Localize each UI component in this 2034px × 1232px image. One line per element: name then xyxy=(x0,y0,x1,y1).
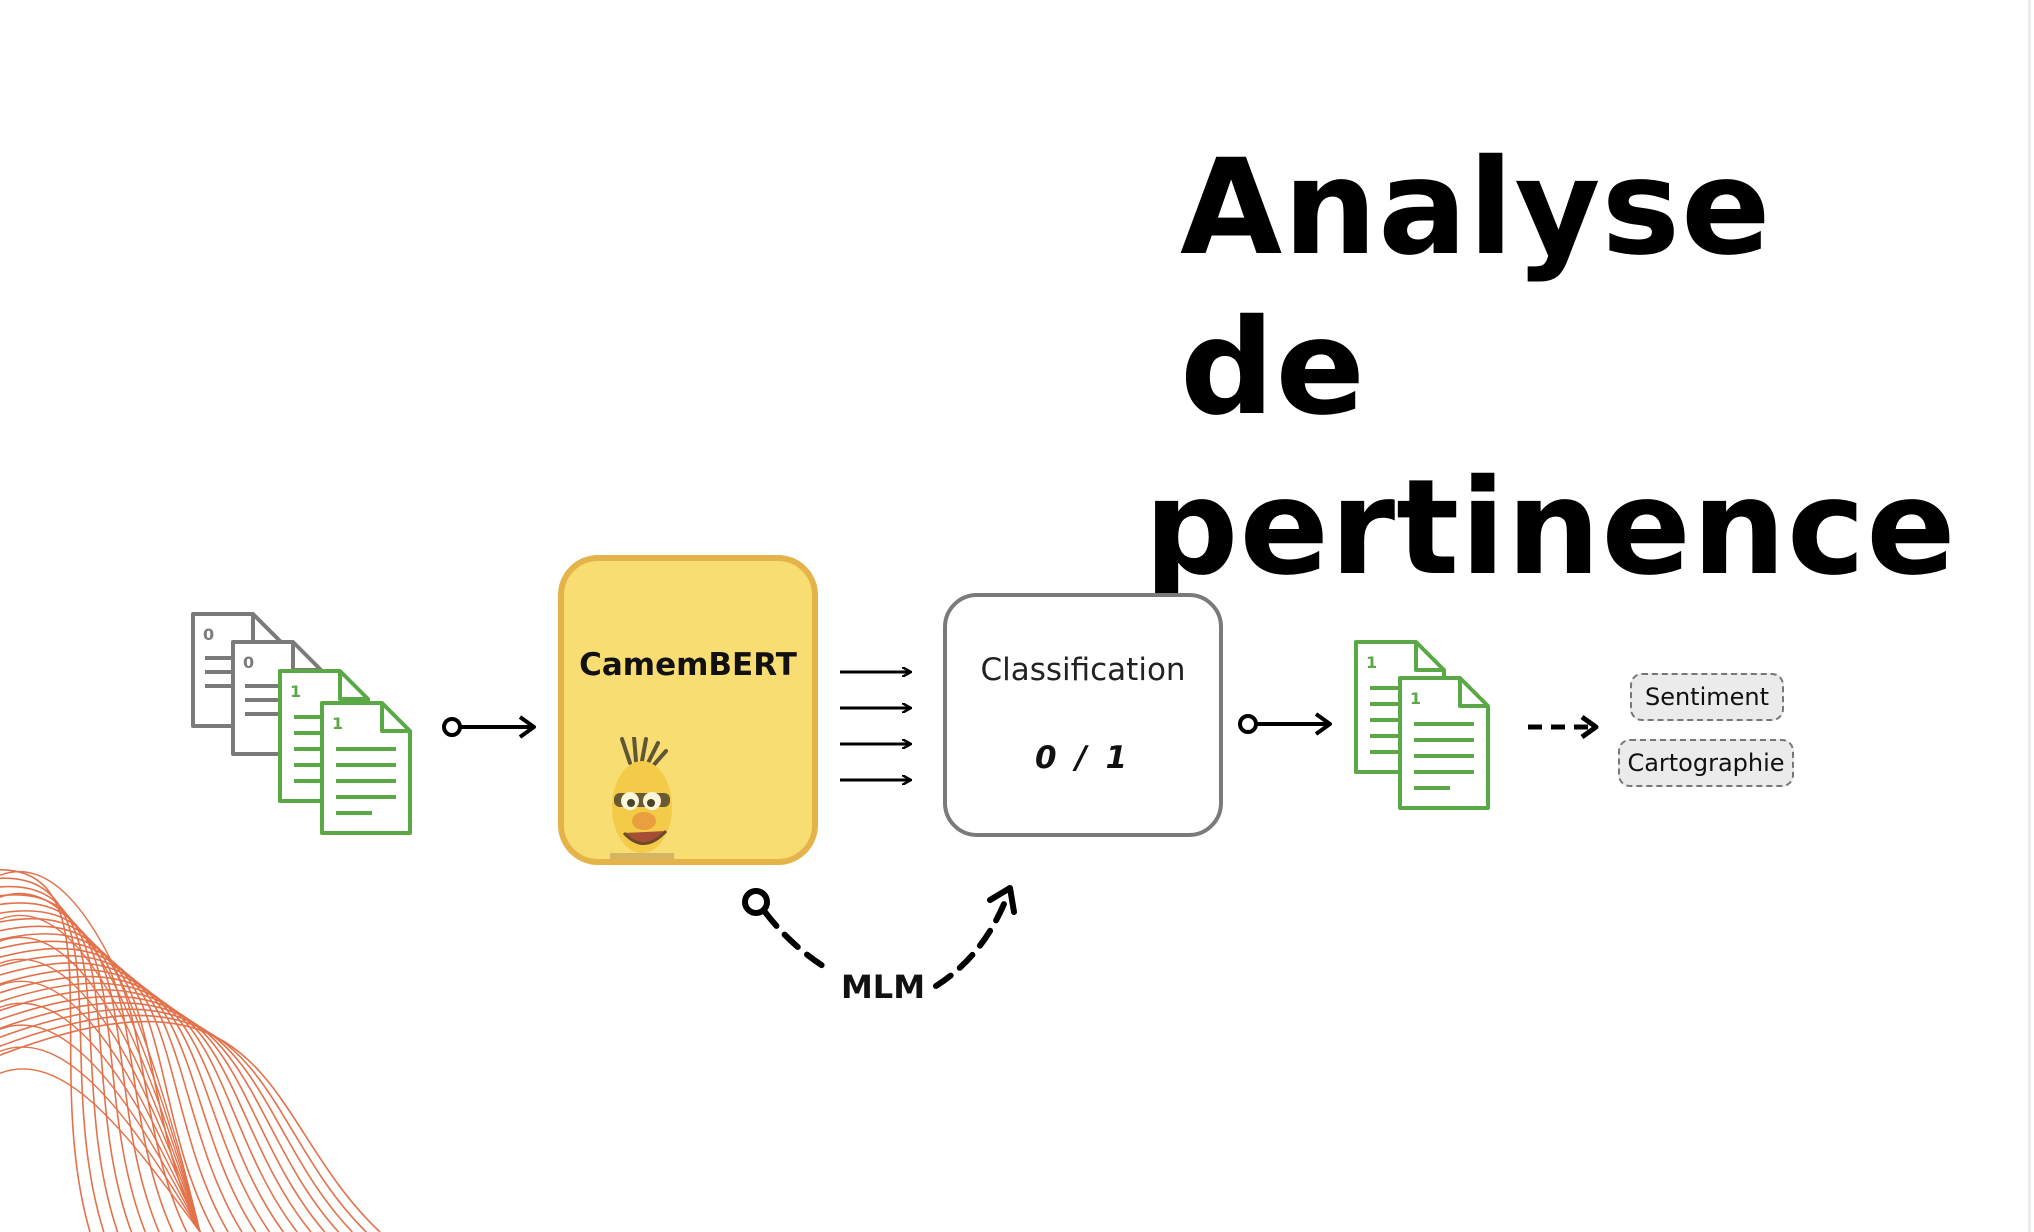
doc-label: 0 xyxy=(203,625,214,644)
wave-line xyxy=(0,870,201,1232)
dashed-arrow-icon xyxy=(1528,714,1599,740)
wave-line xyxy=(0,933,202,1232)
input-document-stack: 0 0 1 1 xyxy=(191,612,412,835)
output-document-stack: 1 1 xyxy=(1354,640,1490,810)
wave-line xyxy=(0,980,201,1232)
arrow-right-icon xyxy=(1238,712,1332,736)
tag-sentiment: Sentiment xyxy=(1630,673,1784,721)
wave-line xyxy=(0,902,146,1232)
wave-line xyxy=(0,982,298,1232)
doc-label: 1 xyxy=(1366,653,1377,672)
wave-line xyxy=(0,962,257,1232)
wave-line xyxy=(0,947,229,1232)
right-edge-line xyxy=(2028,0,2031,1232)
wave-line xyxy=(0,1068,201,1232)
model-label: CamemBERT xyxy=(579,647,797,683)
title-line-1: Analyse de xyxy=(1180,131,1772,445)
wave-line xyxy=(0,910,160,1232)
doc-label: 0 xyxy=(243,653,254,672)
wave-line xyxy=(0,1002,201,1232)
arrow-bundle xyxy=(840,672,910,780)
wave-line xyxy=(0,1008,353,1232)
doc-label: 1 xyxy=(1410,689,1421,708)
puppet-mascot-icon xyxy=(610,737,674,859)
curved-arrow-icon xyxy=(742,885,1017,989)
wave-line xyxy=(0,869,91,1232)
wave-line xyxy=(0,958,201,1232)
arrow-right-icon xyxy=(442,715,536,739)
title-line-2: pertinence xyxy=(1144,451,1957,605)
wave-line xyxy=(0,975,284,1232)
wave-line xyxy=(0,877,105,1232)
tag-cartographie: Cartographie xyxy=(1618,739,1794,787)
camembert-model-box: CamemBERT xyxy=(558,555,818,865)
wave-line xyxy=(0,1014,367,1232)
wave-line xyxy=(0,914,201,1232)
wave-line xyxy=(0,936,201,1232)
classifier-label: Classification xyxy=(980,652,1186,688)
wave-line xyxy=(0,1046,201,1232)
classifier-output: 0 / 1 xyxy=(1034,740,1132,776)
wave-line xyxy=(0,995,326,1232)
doc-label: 1 xyxy=(290,682,301,701)
mlm-label: MLM xyxy=(840,968,926,1006)
classification-box: Classification 0 / 1 xyxy=(943,593,1223,837)
doc-label: 1 xyxy=(332,714,343,733)
wave-line xyxy=(0,1002,340,1232)
page-title: Analyse de pertinence xyxy=(1144,128,1956,608)
wave-line xyxy=(0,892,201,1232)
wave-line xyxy=(0,1024,201,1232)
wave-line xyxy=(0,968,271,1232)
wave-decoration xyxy=(0,869,381,1232)
